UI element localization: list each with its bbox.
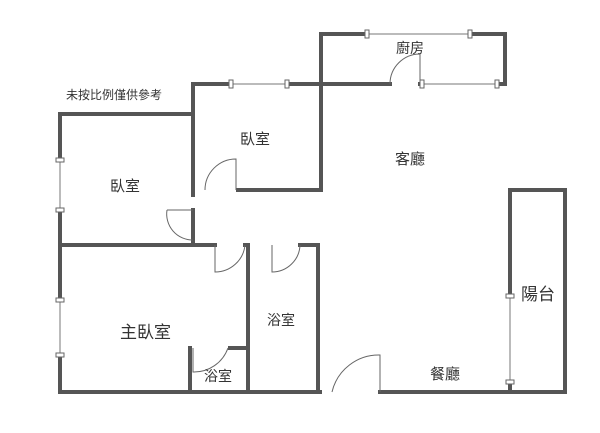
room-label-bedroom-top: 臥室 [240, 130, 271, 148]
windows [55, 29, 515, 385]
room-label-balcony: 陽台 [521, 285, 555, 305]
room-label-living-room: 客廳 [395, 150, 426, 168]
doors [166, 53, 421, 393]
room-label-dining-room: 餐廳 [430, 365, 461, 383]
room-label-bathroom-main: 浴室 [267, 313, 295, 329]
room-label-master-bedroom: 主臥室 [120, 323, 171, 343]
room-label-kitchen: 廚房 [396, 41, 424, 57]
room-label-bathroom-ensuite: 浴室 [204, 369, 232, 385]
room-label-bedroom-left: 臥室 [110, 177, 141, 195]
not-to-scale-note: 未按比例僅供參考 [66, 88, 163, 102]
walls [58, 32, 567, 394]
